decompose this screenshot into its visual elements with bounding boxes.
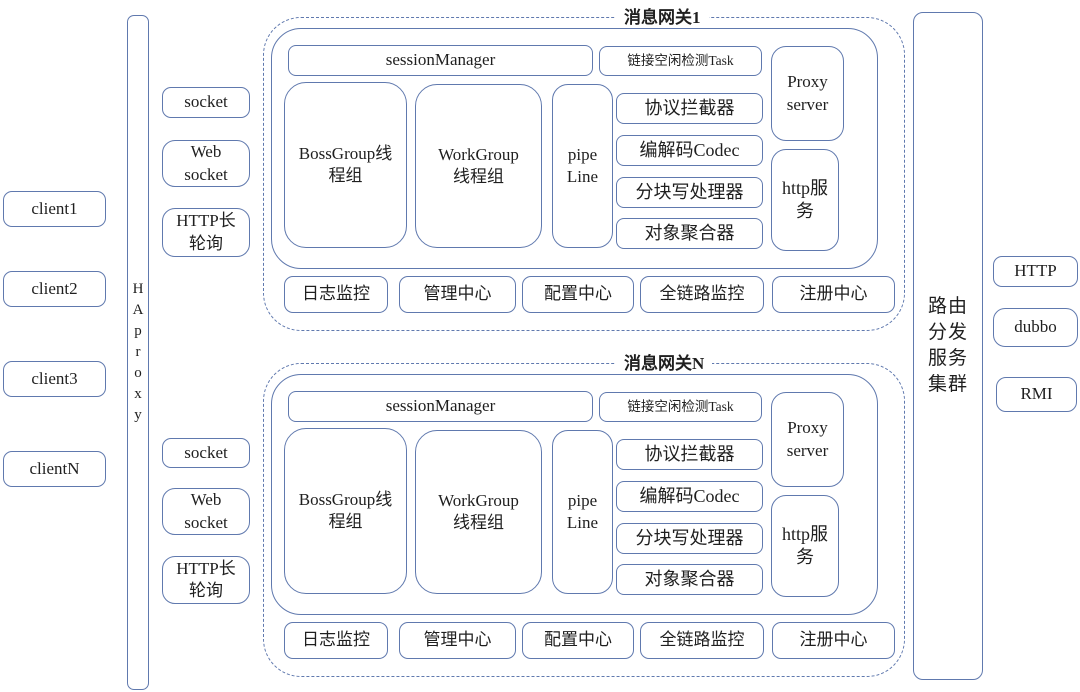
socket-node-2: socket (162, 438, 250, 468)
socket-node-1: socket (162, 87, 250, 118)
session-manager-box: sessionManager (288, 391, 593, 422)
http-longpoll-node-2: HTTP长轮询 (162, 556, 250, 604)
work-group-box: WorkGroup线程组 (415, 84, 542, 248)
gateway-1-inner-container (271, 28, 878, 269)
gateway-N-inner-container (271, 374, 878, 615)
rmi-protocol-node: RMI (996, 377, 1077, 412)
config-center-box: 配置中心 (522, 622, 634, 659)
websocket-node-2: Web socket (162, 488, 250, 535)
management-center-box: 管理中心 (399, 622, 516, 659)
idle-detect-task-box: 链接空闲检测Task (599, 392, 762, 422)
routing-cluster-label-line: 路由 (927, 296, 968, 317)
gateway-N-container: 消息网关N sessionManager 链接空闲检测Task Proxy se… (263, 354, 905, 677)
object-aggregator-box: 对象聚合器 (616, 218, 763, 249)
clientN-node: clientN (3, 451, 106, 487)
http-protocol-node: HTTP (993, 256, 1078, 287)
full-link-monitor-box: 全链路监控 (640, 622, 764, 659)
haproxy-letter: y (134, 407, 142, 423)
client2-node: client2 (3, 271, 106, 307)
config-center-box: 配置中心 (522, 276, 634, 313)
dubbo-protocol-node: dubbo (993, 308, 1078, 347)
full-link-monitor-box: 全链路监控 (640, 276, 764, 313)
routing-cluster-label-line: 集群 (927, 374, 968, 395)
object-aggregator-box: 对象聚合器 (616, 564, 763, 595)
gateway-1-title: 消息网关1 (616, 8, 709, 28)
idle-detect-task-box: 链接空闲检测Task (599, 46, 762, 76)
pipeline-box: pipe Line (552, 430, 613, 594)
gateway-1-container: 消息网关1 sessionManager 链接空闲检测Task Proxy se… (263, 8, 905, 331)
pipeline-box: pipe Line (552, 84, 613, 248)
haproxy-letter: r (135, 344, 141, 360)
protocol-interceptor-box: 协议拦截器 (616, 439, 763, 470)
haproxy-letter: p (134, 323, 142, 339)
websocket-node-1: Web socket (162, 140, 250, 187)
routing-cluster-label-line: 分发 (927, 322, 968, 343)
registry-center-box: 注册中心 (772, 276, 895, 313)
haproxy-bar: H A p r o x y (127, 15, 149, 690)
http-service-box: http服务 (771, 495, 839, 597)
session-manager-box: sessionManager (288, 45, 593, 76)
work-group-box: WorkGroup线程组 (415, 430, 542, 594)
proxy-server-box: Proxy server (771, 392, 844, 487)
chunked-write-handler-box: 分块写处理器 (616, 523, 763, 554)
chunked-write-handler-box: 分块写处理器 (616, 177, 763, 208)
registry-center-box: 注册中心 (772, 622, 895, 659)
gateway-N-title: 消息网关N (616, 354, 713, 374)
http-service-box: http服务 (771, 149, 839, 251)
protocol-interceptor-box: 协议拦截器 (616, 93, 763, 124)
routing-cluster-bar: 路由 分发 服务 集群 (913, 12, 983, 680)
routing-cluster-label-line: 服务 (927, 348, 968, 369)
codec-box: 编解码Codec (616, 135, 763, 166)
http-longpoll-node-1: HTTP长轮询 (162, 208, 250, 257)
proxy-server-box: Proxy server (771, 46, 844, 141)
log-monitor-box: 日志监控 (284, 276, 388, 313)
client1-node: client1 (3, 191, 106, 227)
client3-node: client3 (3, 361, 106, 397)
codec-box: 编解码Codec (616, 481, 763, 512)
haproxy-letter: x (134, 386, 142, 402)
boss-group-box: BossGroup线程组 (284, 428, 407, 594)
haproxy-letter: H (132, 281, 144, 297)
boss-group-box: BossGroup线程组 (284, 82, 407, 248)
haproxy-letter: o (134, 365, 142, 381)
haproxy-letter: A (132, 302, 144, 318)
log-monitor-box: 日志监控 (284, 622, 388, 659)
management-center-box: 管理中心 (399, 276, 516, 313)
